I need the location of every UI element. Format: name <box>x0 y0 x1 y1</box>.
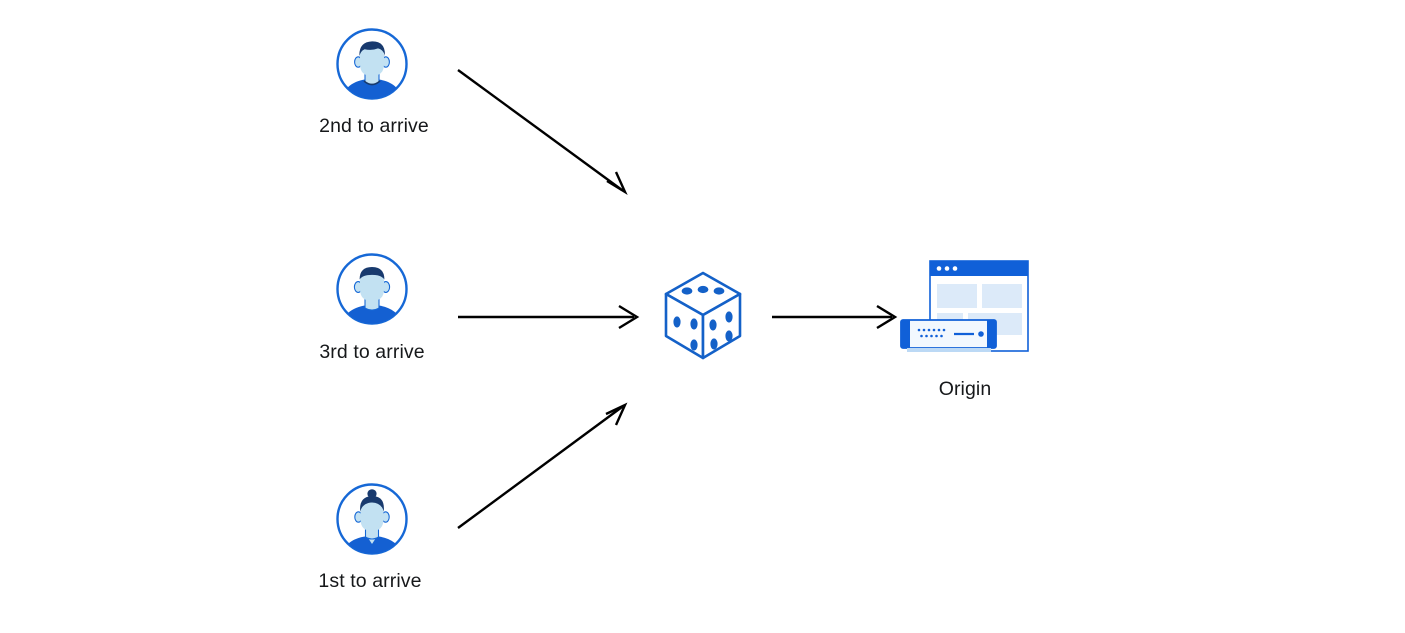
dice-icon <box>664 271 742 360</box>
user-avatar-middle[interactable] <box>334 251 410 327</box>
user-label-top: 2nd to arrive <box>319 115 429 137</box>
user-avatar-bun-hair-icon <box>336 483 408 555</box>
origin-node[interactable] <box>898 258 1034 358</box>
user-avatar-bottom[interactable] <box>334 481 410 557</box>
arrow-middle-to-dice <box>458 304 640 330</box>
arrow-dice-to-origin <box>772 304 898 330</box>
user-avatar-top[interactable] <box>334 26 410 102</box>
user-label-bottom: 1st to arrive <box>318 570 422 592</box>
user-label-middle: 3rd to arrive <box>319 341 425 363</box>
arrow-top-to-dice <box>457 69 628 196</box>
arrow-bottom-to-dice <box>457 402 628 529</box>
origin-label: Origin <box>938 378 992 400</box>
user-avatar-short-hair-icon <box>336 28 408 100</box>
server-device-icon <box>900 319 997 352</box>
user-avatar-flat-hair-icon <box>336 253 408 325</box>
origin-server-browser-icon <box>900 260 1029 352</box>
randomizer-dice[interactable] <box>661 270 745 362</box>
